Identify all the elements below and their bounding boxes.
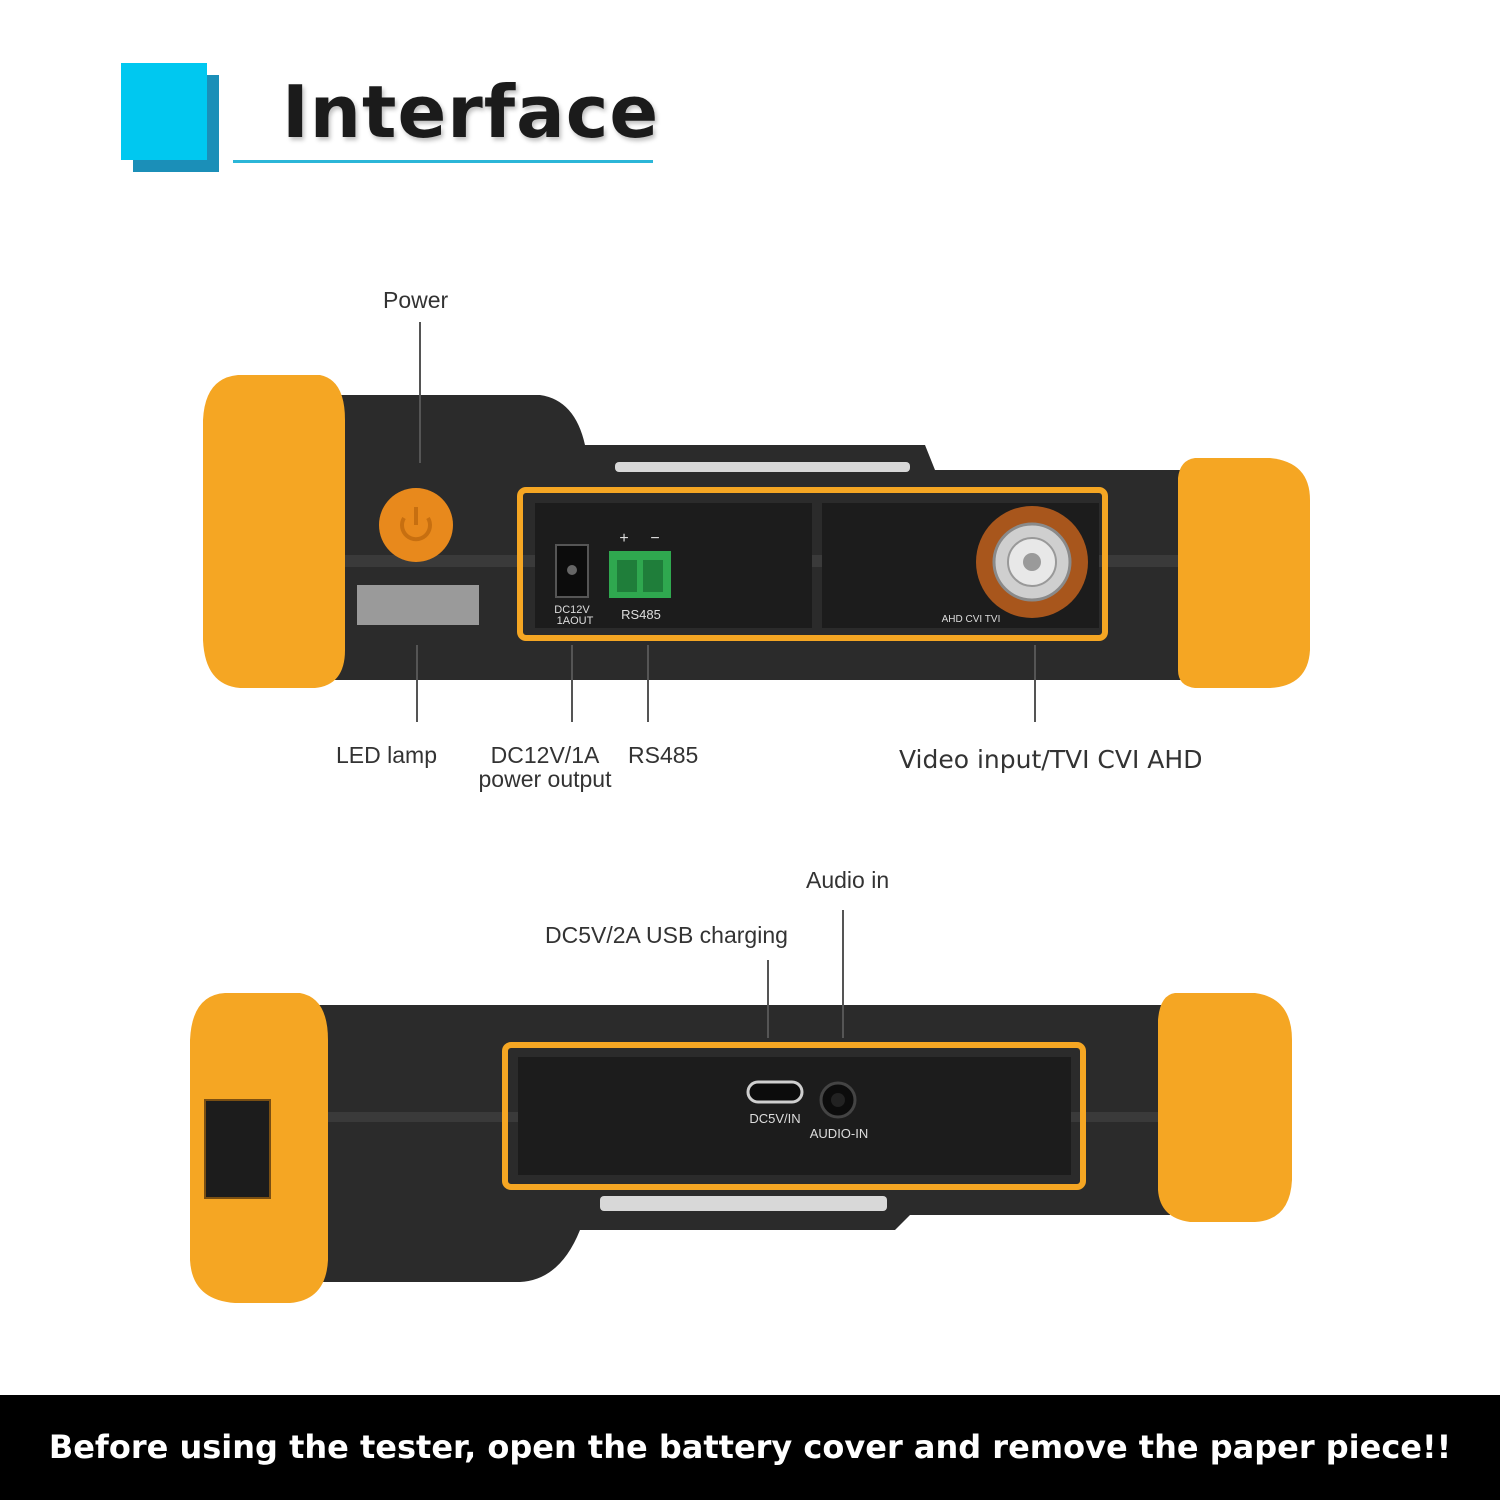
port-label-plus: + bbox=[619, 530, 628, 547]
left-bumper bbox=[203, 375, 345, 688]
right-bumper-bottom bbox=[1158, 993, 1292, 1222]
callout-dc12v-line2: power output bbox=[478, 766, 612, 792]
footer-notice: Before using the tester, open the batter… bbox=[48, 1428, 1452, 1466]
callout-audio-in: Audio in bbox=[806, 867, 890, 893]
header-accent-square bbox=[121, 63, 207, 160]
led-lamp bbox=[357, 585, 479, 625]
title-underline bbox=[233, 160, 653, 163]
usb-c-port-icon bbox=[746, 1080, 804, 1104]
callout-usb-charging: DC5V/2A USB charging bbox=[545, 922, 788, 948]
device-top-view: DC12V 1AOUT + − RS485 AHD CVI TVI bbox=[203, 375, 1310, 688]
callout-video-input: Video input/TVI CVI AHD bbox=[899, 745, 1203, 774]
port-label-audio: AUDIO-IN bbox=[810, 1126, 869, 1141]
port-label-rs485: RS485 bbox=[621, 607, 661, 622]
callout-lines-top bbox=[416, 322, 1036, 722]
callout-led-lamp: LED lamp bbox=[336, 742, 437, 768]
callout-dc12v: DC12V/1A power output bbox=[465, 743, 625, 791]
callout-rs485: RS485 bbox=[628, 742, 699, 768]
port-label-dc12v: DC12V bbox=[554, 604, 590, 616]
device-illustrations: DC12V 1AOUT + − RS485 AHD CVI TVI DC5V/I… bbox=[190, 322, 1310, 1303]
footer-banner: Before using the tester, open the batter… bbox=[0, 1395, 1500, 1500]
port-label-usb: DC5V/IN bbox=[749, 1111, 800, 1126]
port-label-1aout: 1AOUT bbox=[557, 615, 594, 627]
right-bumper bbox=[1178, 458, 1310, 688]
port-label-minus: − bbox=[650, 530, 659, 547]
port-label-bnc: AHD CVI TVI bbox=[942, 614, 1001, 625]
callout-power: Power bbox=[383, 287, 449, 313]
device-bottom-view: DC5V/IN AUDIO-IN bbox=[190, 993, 1292, 1303]
power-icon bbox=[400, 507, 432, 542]
callout-lines-bottom bbox=[767, 910, 844, 1038]
callout-dc12v-line1: DC12V/1A bbox=[490, 742, 600, 768]
page-title: Interface bbox=[282, 70, 660, 154]
